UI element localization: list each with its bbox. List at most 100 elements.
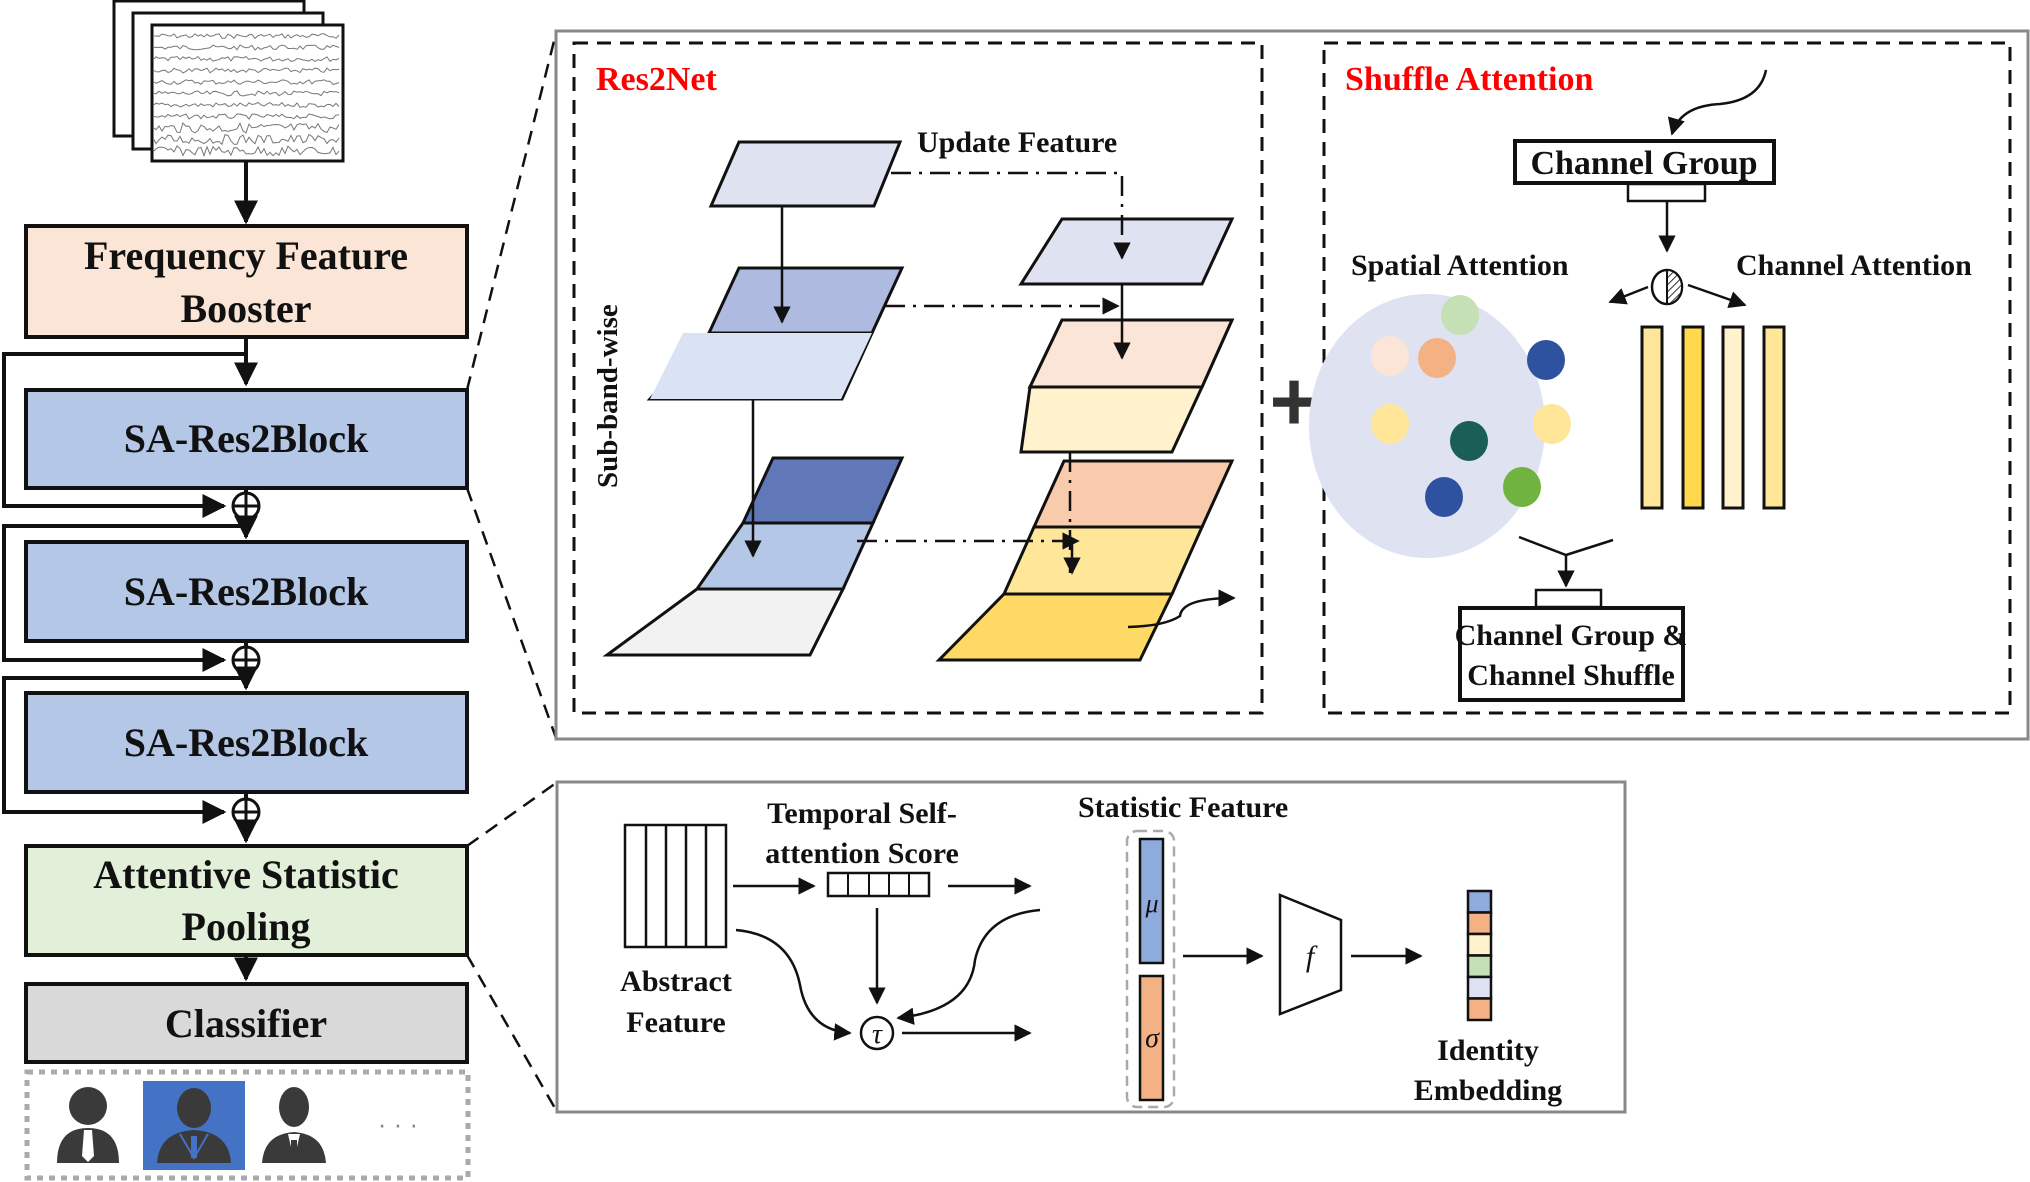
pooling-label-line2: Pooling [182, 904, 311, 949]
eeg-channel-trace [153, 101, 340, 108]
dashdot-connection [891, 171, 1131, 260]
embedding-cell [1466, 975, 1493, 1000]
channel-shuffle-line1: Channel Group & [1455, 619, 1688, 652]
input-curve-arrow [1667, 69, 1768, 136]
block-label: SA-Res2Block [124, 720, 369, 765]
curve-abstract-to-tau [735, 928, 852, 1041]
identity-embedding-vector [1466, 889, 1493, 1022]
classifier[interactable]: Classifier [24, 982, 469, 1064]
channel-bar [1721, 325, 1745, 510]
update-feature-label: Update Feature [917, 126, 1117, 159]
output-2-band-b [1019, 385, 1205, 454]
channel-group-box[interactable]: Channel Group [1513, 139, 1776, 203]
speaker-candidates: · · · [24, 1069, 471, 1181]
output-curve-arrow [1127, 589, 1236, 629]
block-label: SA-Res2Block [124, 569, 369, 614]
eeg-input-stack [112, 0, 345, 163]
eeg-channel-trace [153, 67, 340, 74]
add-operator-icon [231, 797, 261, 827]
statistic-feature-group [1125, 829, 1176, 1109]
channel-bar [1681, 325, 1705, 510]
spatial-feature-dot [1533, 404, 1571, 444]
eeg-channel-trace [153, 90, 340, 97]
temporal-score-line2: attention Score [765, 837, 959, 870]
temporal-score-line1: Temporal Self- [767, 797, 957, 830]
spatial-feature-dot [1371, 336, 1409, 376]
spatial-feature-dot [1441, 295, 1479, 335]
zoom-guide-line [465, 954, 558, 1111]
mu-symbol: μ [1144, 889, 1158, 918]
channel-group-label: Channel Group [1530, 145, 1757, 182]
skip-connection-1 [2, 337, 248, 518]
attentive-pooling-detail-panel: Abstract Feature Temporal Self- attentio… [555, 780, 1627, 1114]
spatial-attention-map [1309, 294, 1571, 558]
sa-res2block-1[interactable]: SA-Res2Block [24, 388, 469, 490]
tau-operator: τ [859, 1015, 895, 1051]
eeg-channel-trace [154, 33, 340, 40]
split-3-band-c [602, 587, 846, 657]
person-tie-icon[interactable] [57, 1087, 119, 1163]
abstract-feature-line1: Abstract [620, 965, 732, 998]
zoom-guide-line [466, 781, 557, 848]
channel-bar [1640, 325, 1664, 510]
output-split-1 [1018, 217, 1235, 286]
abstract-feature-matrix [623, 823, 728, 949]
attentive-statistic-pooling[interactable]: Attentive Statistic Pooling [24, 844, 469, 957]
spatial-feature-dot [1503, 467, 1541, 507]
merge-lines [1518, 535, 1614, 557]
split-operator-icon [1650, 268, 1684, 306]
shuffle-attention-panel: Shuffle Attention Channel Group Spatial … [1309, 41, 2012, 715]
mu-vector: μ [1138, 837, 1165, 965]
spatial-feature-dot [1418, 338, 1456, 378]
channel-attention-bars [1640, 325, 1786, 510]
output-3-band-c [935, 592, 1175, 662]
embedding-cell [1466, 932, 1493, 957]
block-label: SA-Res2Block [124, 416, 369, 461]
sa-res2block-3[interactable]: SA-Res2Block [24, 691, 469, 794]
sigma-symbol: σ [1145, 1023, 1160, 1054]
split-2-band-a [706, 266, 905, 335]
spatial-attention-label: Spatial Attention [1351, 249, 1569, 282]
sa-res2block-2[interactable]: SA-Res2Block [24, 540, 469, 643]
person-suit-icon-highlighted[interactable] [143, 1081, 245, 1170]
eeg-channel-trace [153, 55, 340, 63]
sa-res2block-detail-panel [554, 29, 2030, 741]
identity-embedding-line1: Identity [1437, 1034, 1539, 1067]
shuffle-attention-title: Shuffle Attention [1345, 61, 1594, 98]
output-3-band-a [1031, 459, 1235, 529]
pooling-label-line1: Attentive Statistic [93, 852, 398, 897]
input-split-1 [708, 140, 903, 208]
identity-embedding-line2: Embedding [1414, 1074, 1562, 1107]
abstract-feature-line2: Feature [626, 1006, 725, 1039]
channel-shuffle-box[interactable]: Channel Group & Channel Shuffle [1455, 588, 1688, 702]
spatial-feature-dot [1450, 421, 1488, 461]
curve-mu-to-tau [896, 908, 1041, 1025]
eeg-channel-trace [153, 133, 340, 146]
channel-attention-label: Channel Attention [1736, 249, 1972, 282]
embedding-cell [1466, 997, 1493, 1022]
sub-band-wise-label: Sub-band-wise [592, 304, 624, 488]
output-3-band-b [1001, 525, 1205, 596]
channel-bar [1762, 325, 1786, 510]
split-3-band-b [694, 521, 876, 591]
booster-label-line1: Frequency Feature [84, 233, 408, 278]
sigma-vector: σ [1138, 974, 1165, 1102]
person-bowtie-icon[interactable] [262, 1087, 326, 1163]
more-speakers-ellipsis: · · · [378, 1109, 418, 1139]
eeg-channel-trace [153, 44, 340, 51]
zoom-guide-line [465, 487, 558, 739]
spatial-feature-dot [1425, 477, 1463, 517]
embedding-cell [1466, 889, 1493, 914]
frequency-feature-booster[interactable]: Frequency Feature Booster [24, 224, 469, 339]
classifier-label: Classifier [165, 1001, 327, 1046]
spatial-feature-dot [1371, 404, 1409, 444]
split-3-band-a [740, 456, 905, 525]
res2net-title: Res2Net [596, 61, 718, 98]
eeg-channel-trace [153, 122, 340, 134]
statistic-feature-label: Statistic Feature [1078, 791, 1288, 824]
tau-symbol: τ [872, 1019, 883, 1050]
arrow-to-channel [1687, 283, 1747, 309]
res2net-panel: Res2Net Update Feature Sub-band-wise [572, 41, 1264, 715]
eeg-channel-trace [153, 113, 340, 120]
